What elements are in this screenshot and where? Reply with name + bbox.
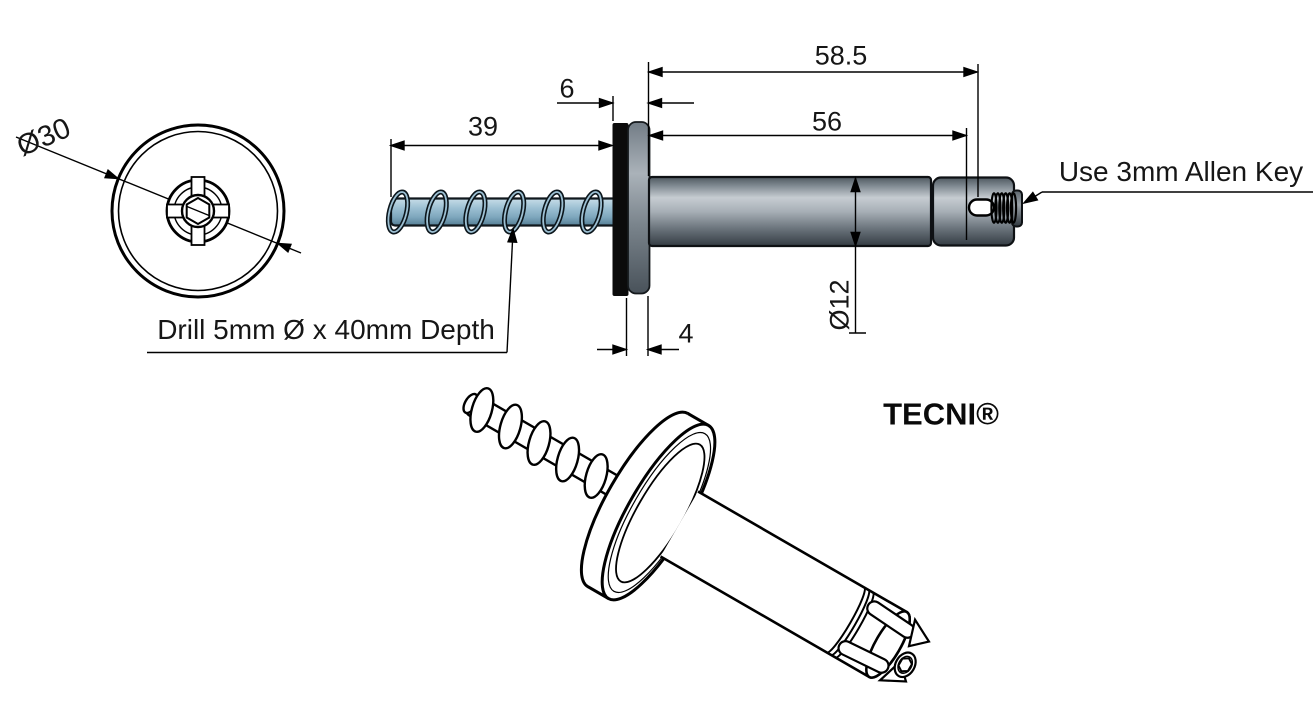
cap-slot [967,198,996,217]
thread-screw [385,189,619,235]
dim-58-5 [648,66,978,78]
iso-hex-socket [897,657,914,673]
dim-39-label: 39 [467,111,499,142]
front-view [15,123,302,299]
iso-thread [462,386,650,513]
brand-logo: TECNI® [883,396,999,432]
iso-body [659,490,931,683]
dim-diameter-12 [849,177,866,334]
hub [165,176,231,246]
dim-6 [557,97,694,109]
drill-note: Drill 5mm Ø x 40mm Depth [157,314,495,345]
flange-cap [627,121,651,295]
side-view [385,121,1023,296]
body-cylinder [647,175,933,248]
dim-56-label: 56 [811,106,843,137]
set-screw-coil [990,192,1018,224]
allen-key-note: Use 3mm Allen Key [1058,156,1304,187]
dimensions [147,62,1313,356]
flange-inner-circle [117,130,279,292]
flange-outer-circle [110,123,286,299]
dim-diameter-30 [15,136,302,254]
dim-6-label: 6 [559,73,575,104]
dim-58-5-label: 58.5 [814,40,868,71]
leader-drill [147,228,518,354]
leader-allen [1021,191,1313,208]
dim-56 [648,130,967,141]
isometric-view [462,386,931,683]
iso-flange [579,410,717,602]
dim-4 [597,344,679,355]
dim-4-label: 4 [678,318,694,349]
rubber-washer [612,123,629,296]
dim-diameter-12-label: Ø12 [824,279,855,331]
dim-39 [390,140,613,151]
